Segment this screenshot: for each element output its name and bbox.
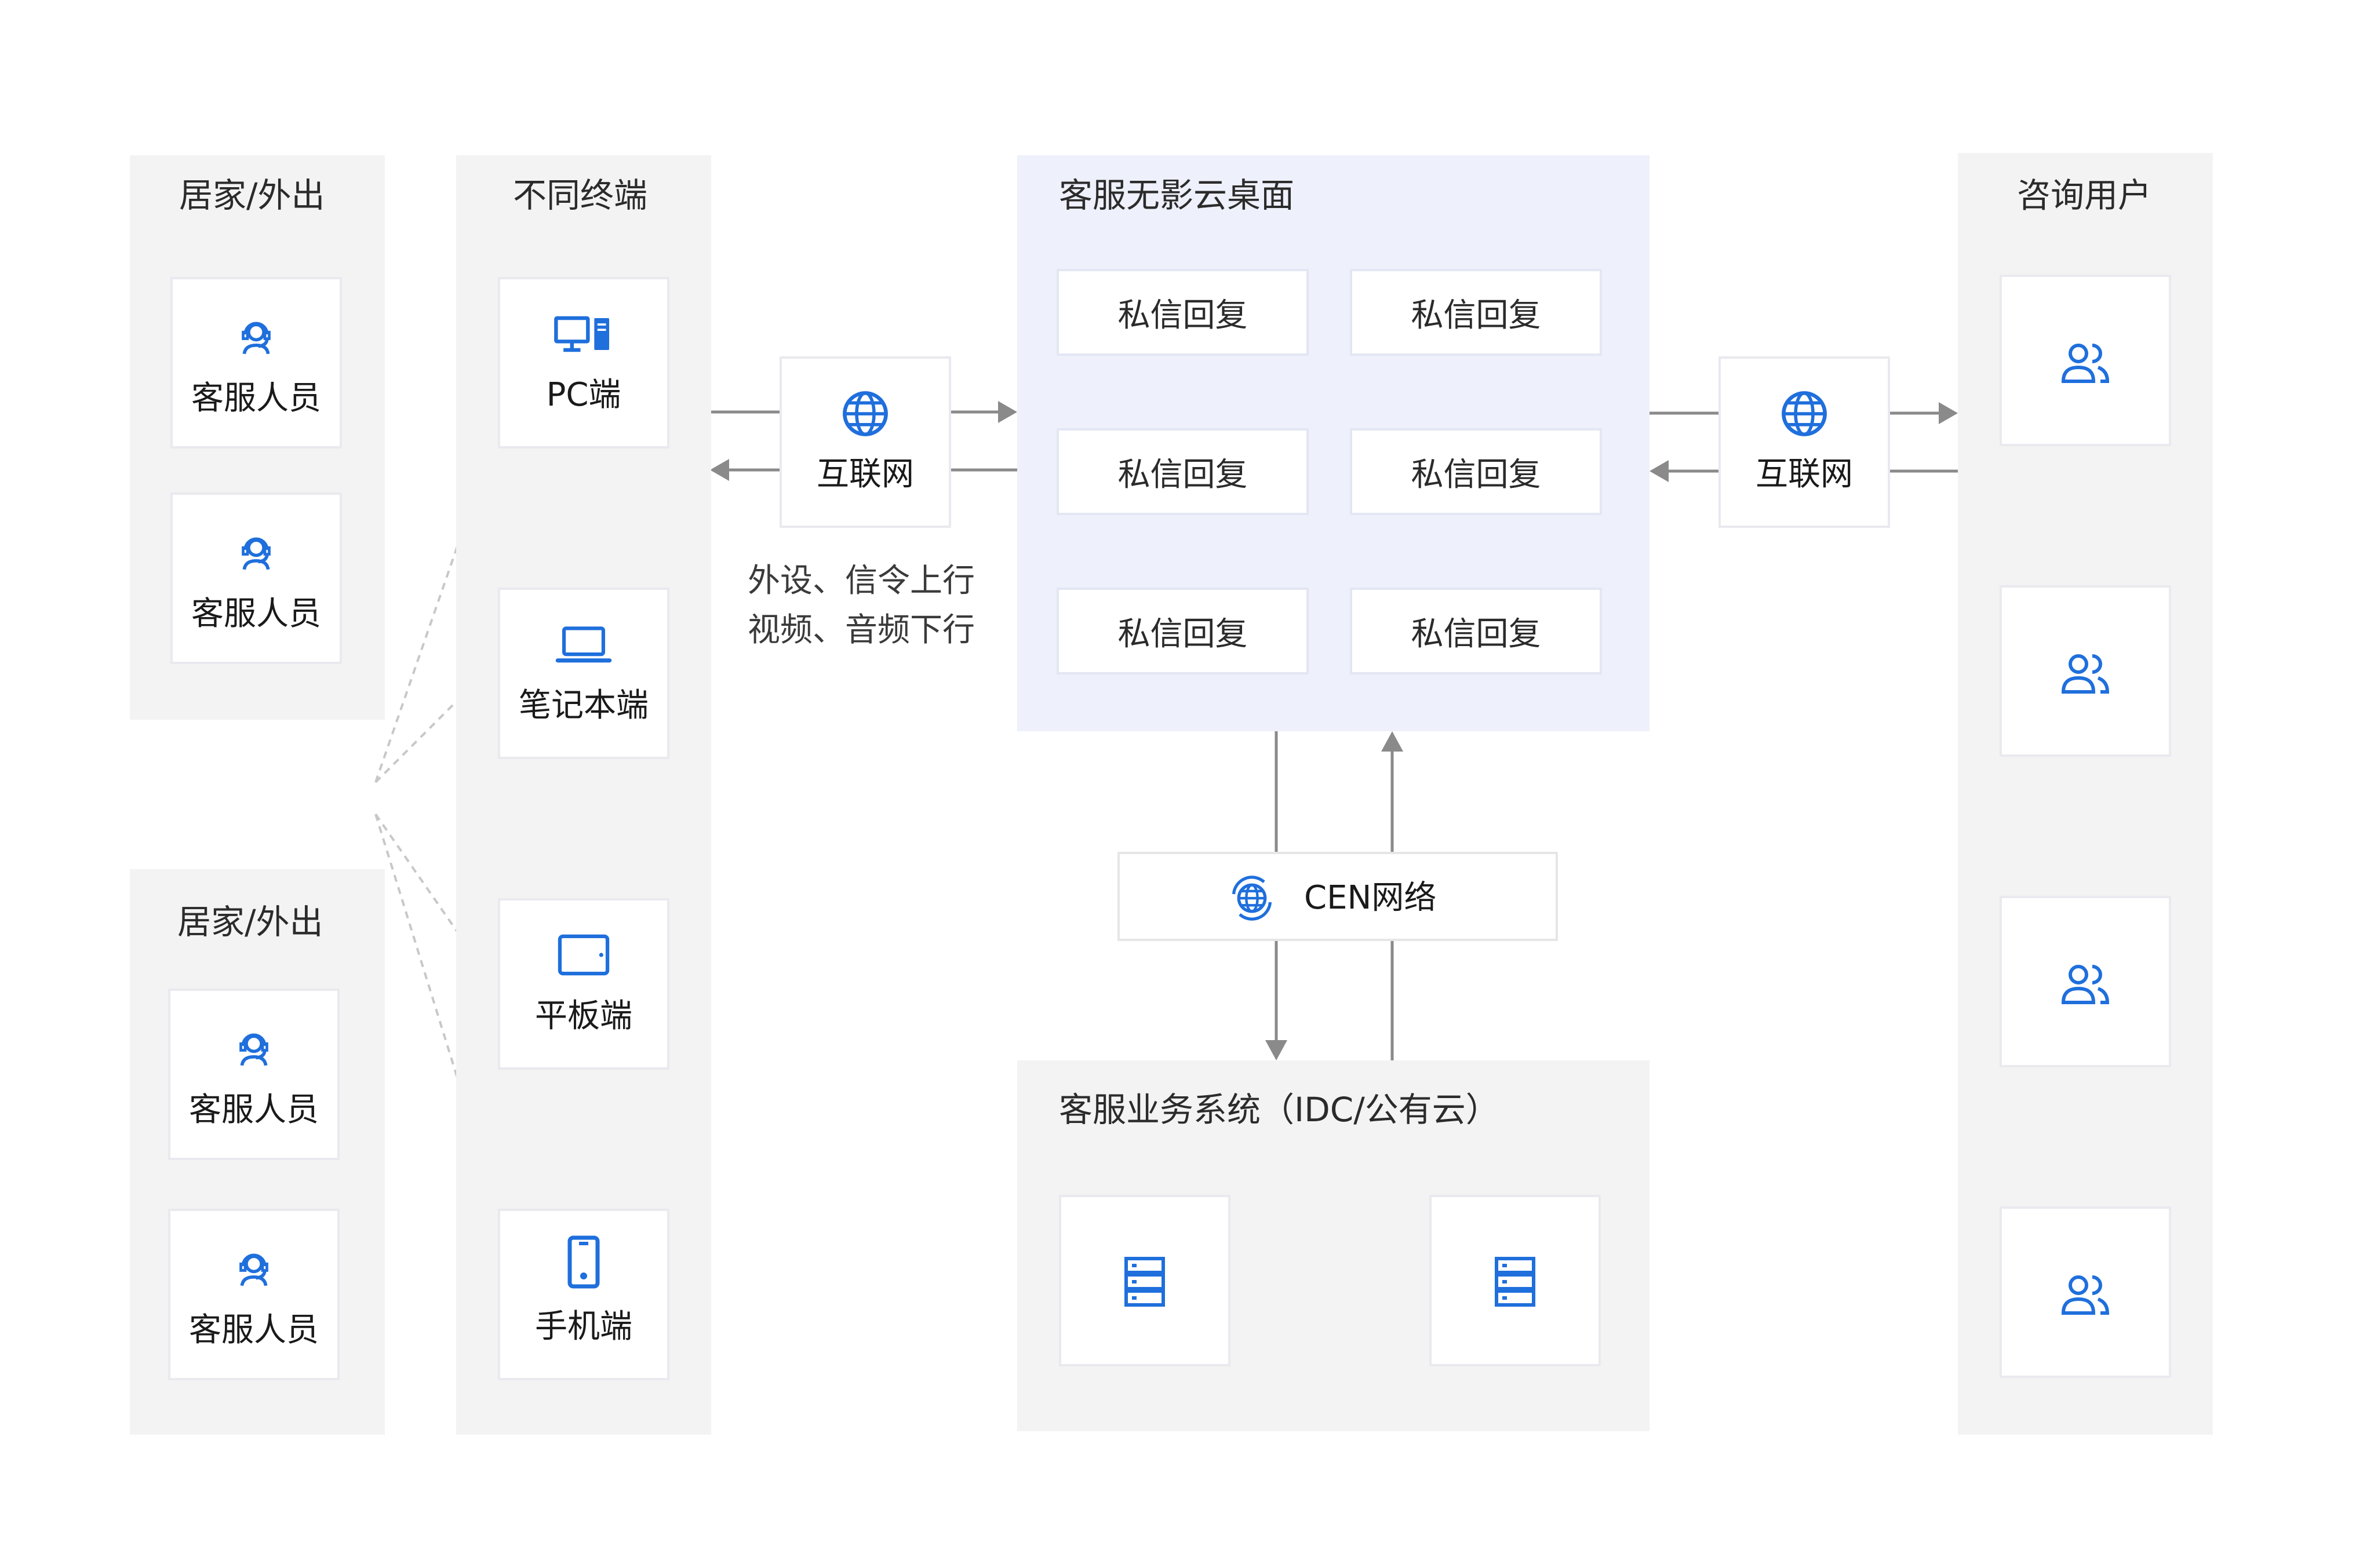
terminal-card-phone: 手机端 (498, 1209, 669, 1380)
internet-node-left: 互联网 (780, 356, 951, 528)
reply-box: 私信回复 (1350, 269, 1602, 356)
server-card (1059, 1195, 1230, 1366)
internet-node-right: 互联网 (1718, 356, 1890, 528)
phone-icon (567, 1235, 600, 1289)
terminal-card-pc: PC端 (498, 277, 669, 448)
agent-label: 客服人员 (189, 1091, 319, 1129)
terminals-panel-title: 不同终端 (513, 176, 648, 215)
agent-card: 客服人员 (168, 1209, 340, 1380)
business-system-title: 客服业务系统（IDC/公有云） (1059, 1090, 1499, 1129)
terminal-label-phone: 手机端 (535, 1308, 632, 1345)
internet-label-right: 互联网 (1756, 455, 1853, 493)
globe-icon (843, 391, 888, 436)
cloud-desktop-title: 客服无影云桌面 (1059, 176, 1295, 215)
terminal-card-laptop: 笔记本端 (498, 588, 669, 759)
customers-panel-title: 咨询用户 (2017, 176, 2152, 215)
globe-icon (1782, 391, 1827, 436)
flow-note-up: 外设、信令上行 (748, 562, 975, 600)
terminal-label-pc: PC端 (546, 376, 621, 414)
agent-icon (242, 322, 271, 355)
server-icon (1495, 1257, 1535, 1307)
agents-panel-top-title: 居家/外出 (179, 176, 325, 215)
arrowhead-right-1 (998, 401, 1017, 423)
agent-card: 客服人员 (170, 493, 342, 664)
users-icon (2061, 965, 2110, 1004)
agents-panel-bottom: 居家/外出 客服人员 客服人员 (130, 869, 385, 1435)
reply-box: 私信回复 (1057, 269, 1309, 356)
terminals-panel: 不同终端 PC端 笔记本端 平板端 (456, 155, 711, 1435)
agent-icon (242, 537, 271, 570)
laptop-icon (555, 626, 612, 663)
arrowhead-down (1265, 1040, 1287, 1060)
agents-panel-bottom-title: 居家/外出 (177, 902, 323, 942)
agent-label: 客服人员 (191, 595, 321, 633)
agent-card: 客服人员 (168, 989, 340, 1160)
users-icon (2061, 1275, 2110, 1315)
cloud-desktop-panel: 客服无影云桌面 私信回复 私信回复 私信回复 私信回复 私信回复 私信回复 (1017, 155, 1650, 731)
agents-panel-top: 居家/外出 客服人员 客服人员 (130, 155, 385, 720)
agent-card: 客服人员 (170, 277, 342, 448)
agent-icon (239, 1033, 268, 1066)
customers-panel: 咨询用户 (1958, 153, 2213, 1435)
cen-globe-icon (1232, 876, 1272, 921)
server-card (1429, 1195, 1601, 1366)
terminal-label-tablet: 平板端 (535, 997, 632, 1035)
internet-label-left: 互联网 (817, 455, 914, 493)
business-system-panel: 客服业务系统（IDC/公有云） (1017, 1060, 1650, 1431)
cen-network-label: CEN网络 (1304, 879, 1437, 917)
tablet-icon (558, 934, 610, 976)
arrowhead-up (1381, 731, 1403, 752)
flow-note-down: 视频、音频下行 (748, 611, 975, 649)
terminal-label-laptop: 笔记本端 (519, 687, 649, 724)
arrowhead-left-2 (1650, 460, 1669, 482)
users-icon (2061, 344, 2110, 383)
arrowhead-right-2 (1939, 402, 1958, 424)
reply-box: 私信回复 (1057, 588, 1309, 674)
customer-card (2000, 1206, 2171, 1378)
agent-label: 客服人员 (189, 1311, 319, 1349)
agent-label: 客服人员 (191, 380, 321, 417)
terminal-card-tablet: 平板端 (498, 898, 669, 1070)
arrowhead-left-1 (710, 459, 729, 481)
reply-box: 私信回复 (1350, 588, 1602, 674)
server-icon (1124, 1257, 1165, 1307)
customer-card (2000, 896, 2171, 1067)
reply-box: 私信回复 (1057, 428, 1309, 515)
customer-card (2000, 275, 2171, 446)
customer-card (2000, 585, 2171, 757)
users-icon (2061, 654, 2110, 694)
dashed-link-phone (374, 814, 493, 1188)
pc-icon (554, 316, 609, 352)
agent-icon (239, 1253, 268, 1286)
reply-box: 私信回复 (1350, 428, 1602, 515)
cen-network-node: CEN网络 (1117, 852, 1558, 941)
